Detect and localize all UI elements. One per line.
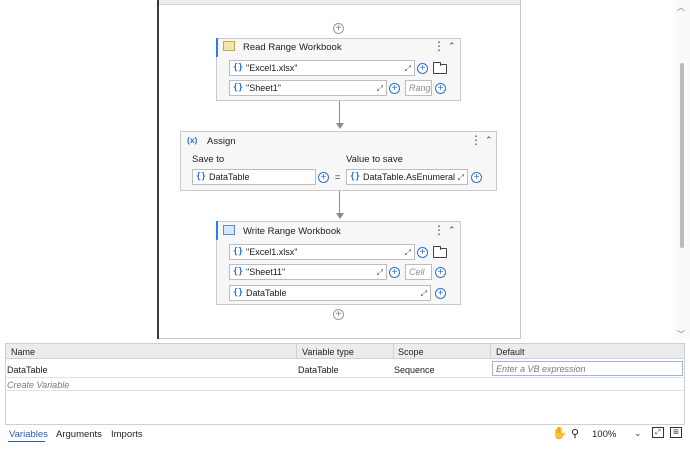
zoom-level[interactable]: 100%	[592, 429, 617, 440]
fit-to-screen-icon[interactable]: ⤢	[652, 427, 664, 438]
variable-name-cell[interactable]: DataTable	[7, 365, 48, 375]
connector-line	[339, 191, 340, 213]
assign-collapse-icon[interactable]: ⌃	[485, 135, 493, 145]
write-range-sheet-field[interactable]: {} "Sheet11" ⤢	[229, 264, 387, 280]
connector-arrow	[336, 123, 344, 129]
assign-value-field[interactable]: {} DataTable.AsEnumeral ⤢	[346, 169, 468, 185]
read-range-workbook-path-field[interactable]: {} "Excel1.xlsx" ⤢	[229, 60, 415, 76]
variables-table-header	[6, 344, 684, 359]
column-divider[interactable]	[296, 344, 297, 358]
datatable-value: DataTable	[246, 288, 287, 298]
selection-accent	[216, 38, 218, 57]
sequence-border-right	[520, 0, 521, 339]
column-header-variable-type[interactable]: Variable type	[302, 347, 354, 357]
write-range-collapse-icon[interactable]: ⌃	[448, 225, 456, 235]
designer-bottom-bar	[0, 425, 690, 449]
assign-icon: (x)	[187, 135, 198, 145]
range-field[interactable]: Range	[405, 80, 432, 96]
expression-icon: {}	[349, 172, 361, 182]
assign-to-value: DataTable	[209, 172, 250, 182]
tab-variables[interactable]: Variables	[9, 429, 48, 440]
datatable-plus-button[interactable]: +	[435, 288, 446, 299]
scroll-down-icon[interactable]: ﹀	[677, 330, 685, 339]
column-header-scope[interactable]: Scope	[398, 347, 424, 357]
hand-pan-icon[interactable]: ✋	[552, 426, 567, 440]
column-divider[interactable]	[393, 344, 394, 358]
vertical-scrollbar-thumb[interactable]	[680, 63, 684, 248]
row-divider	[6, 390, 684, 391]
expression-icon: {}	[195, 172, 207, 182]
column-divider[interactable]	[490, 344, 491, 358]
read-range-more-icon[interactable]: ⋮	[433, 39, 445, 53]
active-tab-underline	[8, 441, 45, 442]
sequence-border-bottom	[159, 338, 521, 339]
workbook-path-plus-button[interactable]: +	[417, 247, 428, 258]
expand-editor-icon[interactable]: ⤢	[404, 64, 411, 73]
zoom-search-icon[interactable]: ⚲	[571, 428, 580, 440]
sequence-border-left	[157, 0, 159, 339]
expression-icon: {}	[232, 83, 244, 93]
browse-folder-icon[interactable]	[433, 246, 447, 258]
expand-editor-icon[interactable]: ⤢	[376, 84, 383, 93]
column-header-default[interactable]: Default	[496, 347, 525, 357]
equals-sign: =	[335, 172, 341, 182]
sheet-name-plus-button[interactable]: +	[389, 267, 400, 278]
read-range-collapse-icon[interactable]: ⌃	[448, 41, 456, 51]
sheet-name-value: "Sheet1"	[246, 83, 281, 93]
expand-editor-icon[interactable]: ⤢	[376, 268, 383, 277]
workbook-path-value: "Excel1.xlsx"	[246, 63, 298, 73]
sequence-header	[159, 0, 520, 5]
expand-editor-icon[interactable]: ⤢	[420, 289, 427, 298]
write-range-title: Write Range Workbook	[243, 226, 341, 237]
write-range-workbook-path-field[interactable]: {} "Excel1.xlsx" ⤢	[229, 244, 415, 260]
sheet-name-plus-button[interactable]: +	[389, 83, 400, 94]
expand-editor-icon[interactable]: ⤢	[404, 248, 411, 257]
variable-scope-cell[interactable]: Sequence	[394, 365, 435, 375]
tab-imports[interactable]: Imports	[111, 429, 143, 440]
expression-icon: {}	[232, 63, 244, 73]
assign-to-label: Save to	[192, 154, 225, 165]
starting-cell-plus-button[interactable]: +	[435, 267, 446, 278]
tab-arguments[interactable]: Arguments	[56, 429, 102, 440]
zoom-dropdown-chevron-icon[interactable]: ⌄	[634, 428, 642, 438]
write-range-more-icon[interactable]: ⋮	[433, 223, 445, 237]
sheet-name-value: "Sheet11"	[246, 267, 286, 277]
expression-icon: {}	[232, 267, 244, 277]
excel-write-icon	[223, 225, 235, 235]
scroll-up-icon[interactable]: ︿	[677, 3, 685, 12]
connector-line	[339, 101, 340, 123]
excel-read-icon	[223, 41, 235, 51]
assign-value-plus-button[interactable]: +	[471, 172, 482, 183]
connector-arrow	[336, 213, 344, 219]
assign-to-plus-button[interactable]: +	[318, 172, 329, 183]
range-plus-button[interactable]: +	[435, 83, 446, 94]
read-range-title: Read Range Workbook	[243, 42, 342, 53]
read-range-sheet-field[interactable]: {} "Sheet1" ⤢	[229, 80, 387, 96]
starting-cell-field[interactable]: Cell	[405, 264, 432, 280]
variable-default-input[interactable]: Enter a VB expression	[492, 361, 683, 376]
assign-more-icon[interactable]: ⋮	[470, 133, 482, 147]
assign-to-field[interactable]: {} DataTable	[192, 169, 316, 185]
add-activity-top-button[interactable]: +	[333, 23, 344, 34]
assign-value-text: DataTable.AsEnumeral	[363, 172, 455, 182]
expression-icon: {}	[232, 247, 244, 257]
expression-icon: {}	[232, 288, 244, 298]
browse-folder-icon[interactable]	[433, 62, 447, 74]
assign-value-label: Value to save	[346, 154, 403, 165]
row-divider	[6, 377, 684, 378]
assign-title: Assign	[207, 136, 236, 147]
create-variable-link[interactable]: Create Variable	[7, 380, 70, 390]
workbook-path-value: "Excel1.xlsx"	[246, 247, 298, 257]
workbook-path-plus-button[interactable]: +	[417, 63, 428, 74]
overview-icon[interactable]: ⊞	[670, 427, 682, 438]
column-header-name[interactable]: Name	[11, 347, 36, 357]
expand-editor-icon[interactable]: ⤢	[457, 173, 464, 182]
write-range-datatable-field[interactable]: {} DataTable ⤢	[229, 285, 431, 301]
add-activity-bottom-button[interactable]: +	[333, 309, 344, 320]
variable-type-cell[interactable]: DataTable	[298, 365, 339, 375]
selection-accent	[216, 221, 218, 240]
